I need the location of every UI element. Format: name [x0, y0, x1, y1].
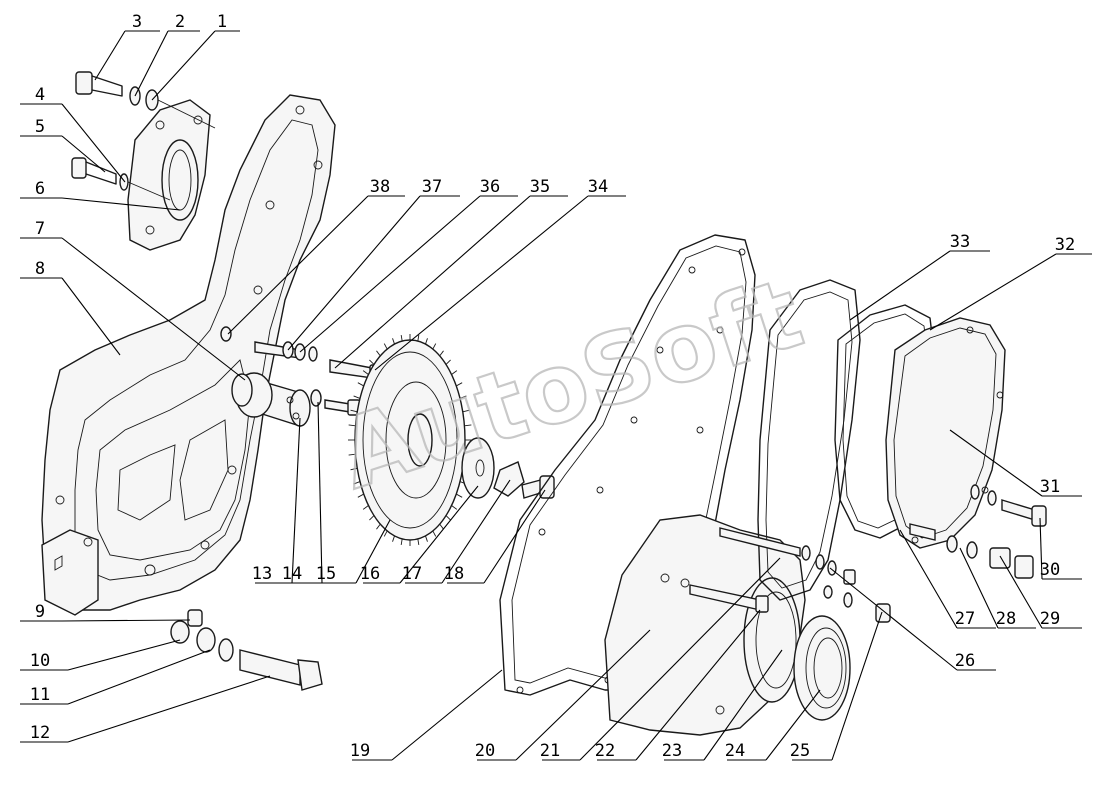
callout-leader-28	[959, 547, 999, 629]
watermark-text: AutoSoft	[326, 257, 814, 511]
callout-leader-22	[635, 609, 761, 761]
callout-leader-19	[391, 669, 503, 761]
callout-leader-29	[999, 555, 1043, 629]
callout-label-7: 7	[35, 219, 45, 239]
part-oil-seal-24	[793, 615, 851, 721]
callout-label-3: 3	[132, 12, 142, 32]
callout-leader-3	[94, 30, 126, 81]
callout-leader-21	[579, 557, 781, 761]
callout-leader-25	[831, 611, 883, 761]
callout-label-28: 28	[996, 609, 1016, 629]
part-gasket-22	[757, 279, 861, 601]
callout-label-22: 22	[595, 741, 615, 761]
callout-label-1: 1	[217, 12, 227, 32]
part-cover-plate-31	[885, 317, 1006, 549]
callout-leader-15	[355, 519, 391, 584]
callout-leader-35	[334, 195, 531, 369]
part-timing-housing	[41, 94, 336, 616]
callout-label-26: 26	[955, 651, 975, 671]
callout-label-18: 18	[444, 564, 464, 584]
callout-label-38: 38	[370, 177, 390, 197]
part-idler-shaft	[220, 326, 383, 427]
callout-leader-8	[61, 277, 121, 356]
callout-label-37: 37	[422, 177, 442, 197]
callout-label-33: 33	[950, 232, 970, 252]
callout-leader-14	[317, 401, 323, 584]
callout-leader-31	[949, 429, 1043, 497]
callout-leader-36	[299, 195, 481, 353]
callout-label-25: 25	[790, 741, 810, 761]
callout-leader-33	[849, 250, 951, 321]
part-small-bolts-right	[719, 484, 1047, 623]
part-bolt-5	[71, 157, 171, 201]
callout-leader-12	[67, 675, 271, 743]
callout-leader-5	[61, 135, 106, 173]
callout-leader-10	[67, 639, 181, 671]
callout-leader-11	[67, 649, 211, 705]
callout-leader-23	[703, 649, 783, 761]
callout-label-27: 27	[955, 609, 975, 629]
callout-label-19: 19	[350, 741, 370, 761]
callout-leader-30	[1039, 517, 1043, 580]
callout-label-16: 16	[360, 564, 380, 584]
callout-leader-18	[483, 489, 546, 584]
callout-leader-17	[441, 479, 511, 584]
callout-leader-27	[899, 529, 958, 629]
callout-leader-9	[61, 619, 191, 622]
callout-label-2: 2	[175, 12, 185, 32]
callout-leader-20	[515, 629, 651, 761]
callout-leader-37	[287, 195, 421, 351]
callout-leader-16	[399, 485, 479, 584]
callout-leader-34	[374, 195, 589, 371]
callout-label-21: 21	[540, 741, 560, 761]
callout-leader-38	[227, 195, 369, 335]
callout-leader-13	[291, 417, 301, 584]
callout-label-8: 8	[35, 259, 45, 279]
callout-label-17: 17	[402, 564, 422, 584]
callout-label-13: 13	[252, 564, 272, 584]
part-front-cover-20	[604, 514, 806, 736]
callout-label-35: 35	[530, 177, 550, 197]
callout-leader-26	[829, 567, 958, 671]
callout-leader-2	[134, 30, 169, 97]
callout-label-36: 36	[480, 177, 500, 197]
callout-label-6: 6	[35, 179, 45, 199]
callout-leader-4	[61, 103, 126, 183]
callout-label-29: 29	[1040, 609, 1060, 629]
callout-label-30: 30	[1040, 560, 1060, 580]
callout-label-20: 20	[475, 741, 495, 761]
callout-label-14: 14	[282, 564, 302, 584]
callout-leader-24	[765, 689, 821, 761]
callout-leader-6	[61, 197, 181, 211]
callout-label-12: 12	[30, 723, 50, 743]
callout-label-4: 4	[35, 85, 45, 105]
callout-leader-32	[929, 253, 1057, 331]
part-seal-plate	[127, 99, 211, 251]
callout-label-15: 15	[316, 564, 336, 584]
part-idler-gear	[348, 334, 555, 546]
callout-label-34: 34	[588, 177, 608, 197]
callout-label-24: 24	[725, 741, 745, 761]
part-bolt-12	[170, 609, 323, 691]
callout-leader-1	[151, 30, 216, 101]
callout-label-10: 10	[30, 651, 50, 671]
callout-label-5: 5	[35, 117, 45, 137]
callout-label-11: 11	[30, 685, 50, 705]
callout-label-23: 23	[662, 741, 682, 761]
callout-label-31: 31	[1040, 477, 1060, 497]
callout-label-9: 9	[35, 602, 45, 622]
callout-label-32: 32	[1055, 235, 1075, 255]
callout-leader-7	[61, 237, 246, 381]
